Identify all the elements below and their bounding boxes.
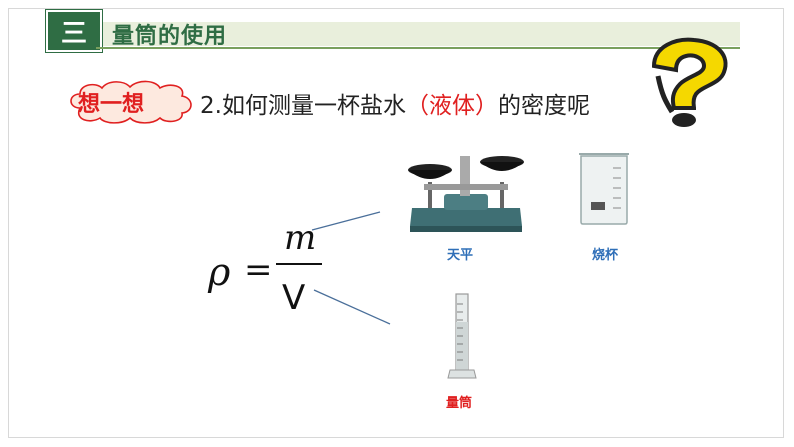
question-prefix: 2.如何测量一杯盐水: [200, 93, 406, 119]
numerator-m: m: [284, 218, 316, 258]
balance-image: [408, 156, 524, 232]
connector-to-balance: [311, 211, 381, 231]
density-formula: ρ = m V: [207, 218, 322, 318]
header-underline: [96, 47, 740, 49]
connector-lines: [311, 211, 391, 325]
cylinder-image: [447, 293, 477, 379]
cloud-badge-shape: [70, 80, 192, 124]
question-text: 2.如何测量一杯盐水（液体）的密度呢: [200, 86, 590, 120]
question-mark-icon: [651, 37, 728, 127]
think-badge-label: 想一想: [78, 92, 145, 117]
slide-frame: [8, 8, 784, 438]
balance-caption: 天平: [447, 248, 474, 263]
cylinder-caption: 量筒: [446, 396, 473, 411]
question-suffix: 的密度呢: [497, 93, 590, 119]
beaker-image: [579, 153, 629, 225]
connector-to-cylinder: [313, 289, 391, 325]
denominator-v: V: [282, 278, 305, 318]
header-band: [96, 22, 740, 46]
section-title: 量筒的使用: [112, 24, 228, 49]
rho-symbol: ρ: [207, 250, 231, 294]
equals-sign: =: [244, 250, 273, 290]
question-highlight: （液体）: [405, 93, 498, 119]
beaker-caption: 烧杯: [592, 248, 619, 263]
section-number-badge: 三: [46, 10, 102, 52]
